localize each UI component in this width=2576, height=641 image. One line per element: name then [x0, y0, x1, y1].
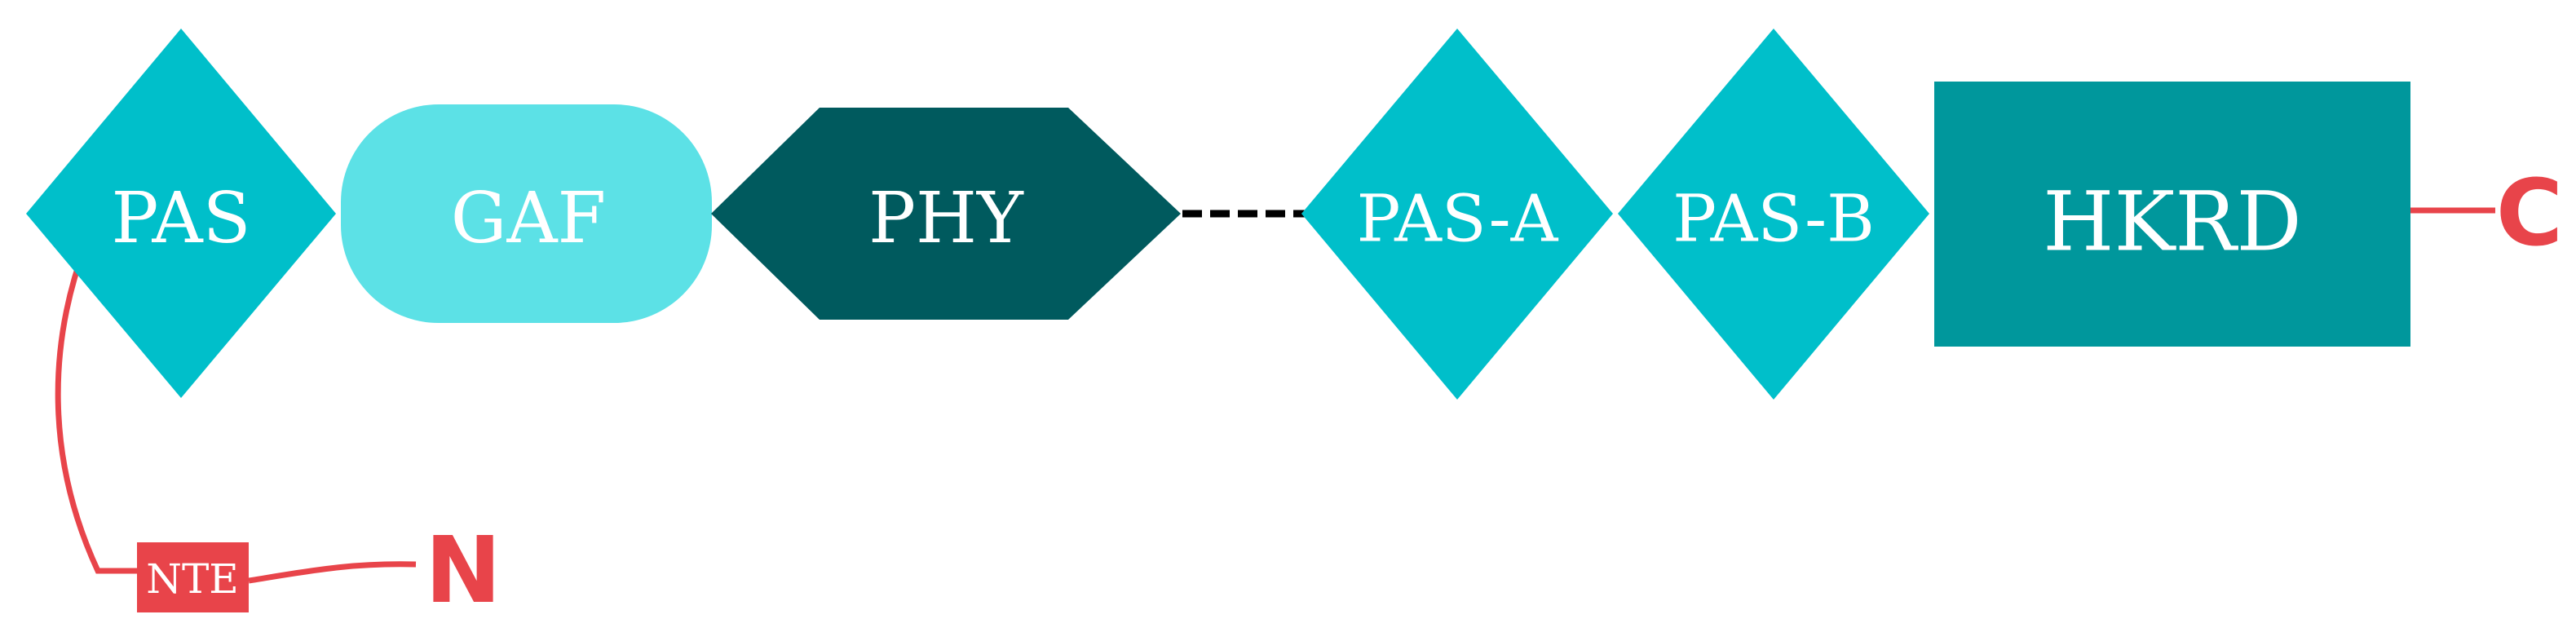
- phy-domain: PHY: [711, 108, 1181, 320]
- nte-label: NTE: [146, 555, 239, 603]
- nte-to-n-line: [248, 561, 417, 584]
- pas-b-label: PAS-B: [1672, 181, 1875, 257]
- pas-b-domain: PAS-B: [1618, 29, 1929, 400]
- pas-label: PAS: [112, 178, 251, 259]
- gaf-domain: GAF: [341, 104, 712, 323]
- hkrd-label: HKRD: [2043, 175, 2301, 270]
- pas-a-diamond-shape: [1301, 29, 1613, 400]
- pas-b-diamond-shape: [1618, 29, 1929, 400]
- nte-segment: NTE: [137, 542, 249, 612]
- n-terminus-label: N: [425, 518, 502, 624]
- pas-domain: PAS: [26, 29, 336, 398]
- gaf-label: GAF: [451, 178, 606, 259]
- n-terminal-tail-line: [55, 243, 139, 574]
- pas-a-label: PAS-A: [1357, 181, 1559, 257]
- nte-box-shape: [137, 542, 249, 612]
- hkrd-domain: HKRD: [1934, 82, 2410, 347]
- gaf-rounded-shape: [341, 104, 712, 323]
- phy-hexagon-shape: [711, 108, 1181, 320]
- pas-a-domain: PAS-A: [1301, 29, 1613, 400]
- phy-label: PHY: [868, 178, 1024, 259]
- c-terminus-label: C: [2496, 161, 2563, 267]
- pas-diamond-shape: [26, 29, 336, 398]
- hkrd-rect-shape: [1934, 82, 2410, 347]
